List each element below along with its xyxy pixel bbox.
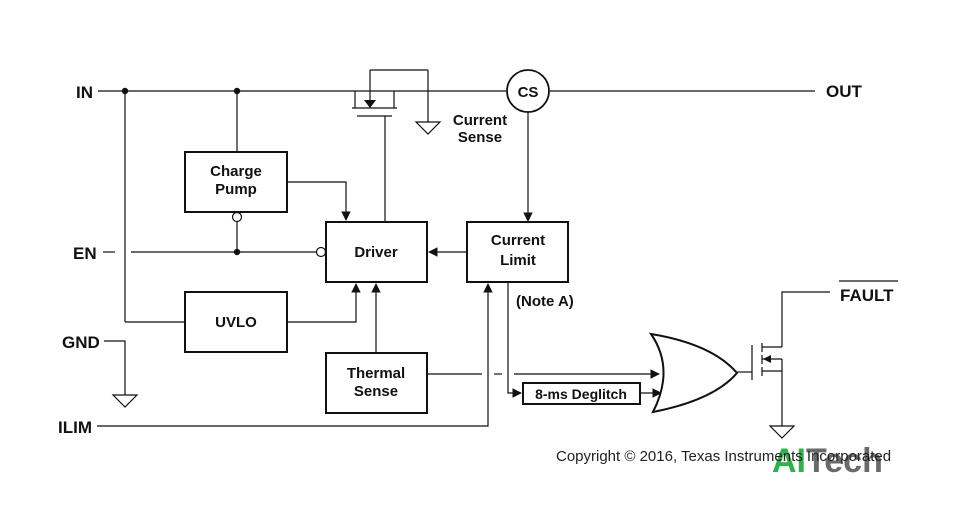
ground-symbol-gnd	[111, 394, 139, 408]
cs-label: CS	[518, 84, 539, 101]
thermal-sense-block	[325, 352, 428, 414]
watermark-tech: Tech	[806, 442, 883, 480]
copyright-text: Copyright © 2016, Texas Instruments Inco…	[556, 448, 891, 465]
pin-in: IN	[76, 83, 93, 102]
current-limit-line2: Limit	[500, 252, 536, 269]
driver-block	[325, 221, 428, 283]
thermal-sense-line2: Sense	[354, 383, 398, 400]
charge-pump-enable-bubble	[231, 211, 243, 223]
charge-pump-to-driver	[287, 181, 351, 221]
note-a: (Note A)	[516, 293, 574, 310]
current-limit-line1: Current	[491, 232, 545, 249]
pin-gnd: GND	[62, 333, 100, 352]
fault-mosfet	[751, 291, 830, 426]
uvlo-to-driver	[287, 283, 361, 323]
uvlo-label: UVLO	[215, 314, 257, 331]
charge-pump-line2: Pump	[215, 181, 257, 198]
or-gate	[648, 332, 739, 414]
thermal-sense-line1: Thermal	[347, 365, 405, 382]
uvlo-block	[184, 291, 288, 353]
ground-symbol-fet	[414, 121, 442, 135]
driver-label: Driver	[354, 244, 398, 261]
pin-out: OUT	[826, 82, 863, 101]
ilim-line	[97, 283, 493, 427]
charge-pump-line1: Charge	[210, 163, 262, 180]
current-sense-line2: Sense	[458, 129, 502, 146]
pin-ilim: ILIM	[58, 418, 92, 437]
watermark-logo: AITech	[772, 442, 883, 480]
pin-en: EN	[73, 244, 97, 263]
current-sense-line1: Current	[453, 112, 507, 129]
current-limit-to-deglitch	[507, 282, 522, 398]
ground-symbol-fault	[768, 425, 796, 439]
watermark-ai: AI	[772, 442, 806, 480]
pin-fault: FAULT	[840, 286, 894, 305]
driver-enable-bubble	[315, 246, 327, 258]
gnd-line	[104, 340, 126, 395]
pass-mosfet	[352, 69, 429, 222]
deglitch-label: 8-ms Deglitch	[535, 386, 627, 402]
